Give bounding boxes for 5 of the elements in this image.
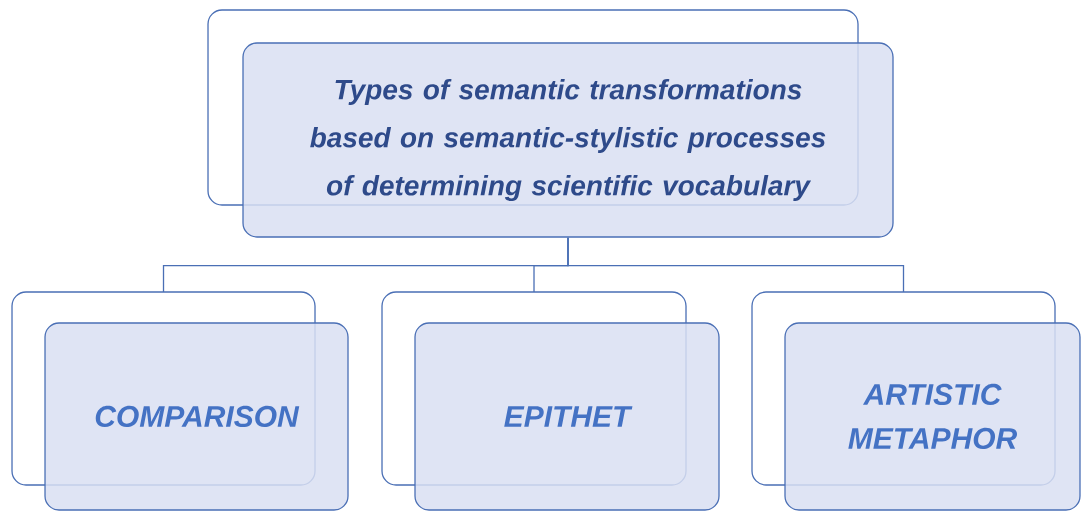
connector-line <box>567 237 905 293</box>
process-box: EPITHET <box>381 291 720 511</box>
process-box: COMPARISON <box>11 291 349 511</box>
process-box: Types of semantic transformations based on semantic-stylistic processes of determining scientific vocabulary <box>207 9 894 238</box>
process-box: ARTISTIC METAPHOR <box>751 291 1081 511</box>
